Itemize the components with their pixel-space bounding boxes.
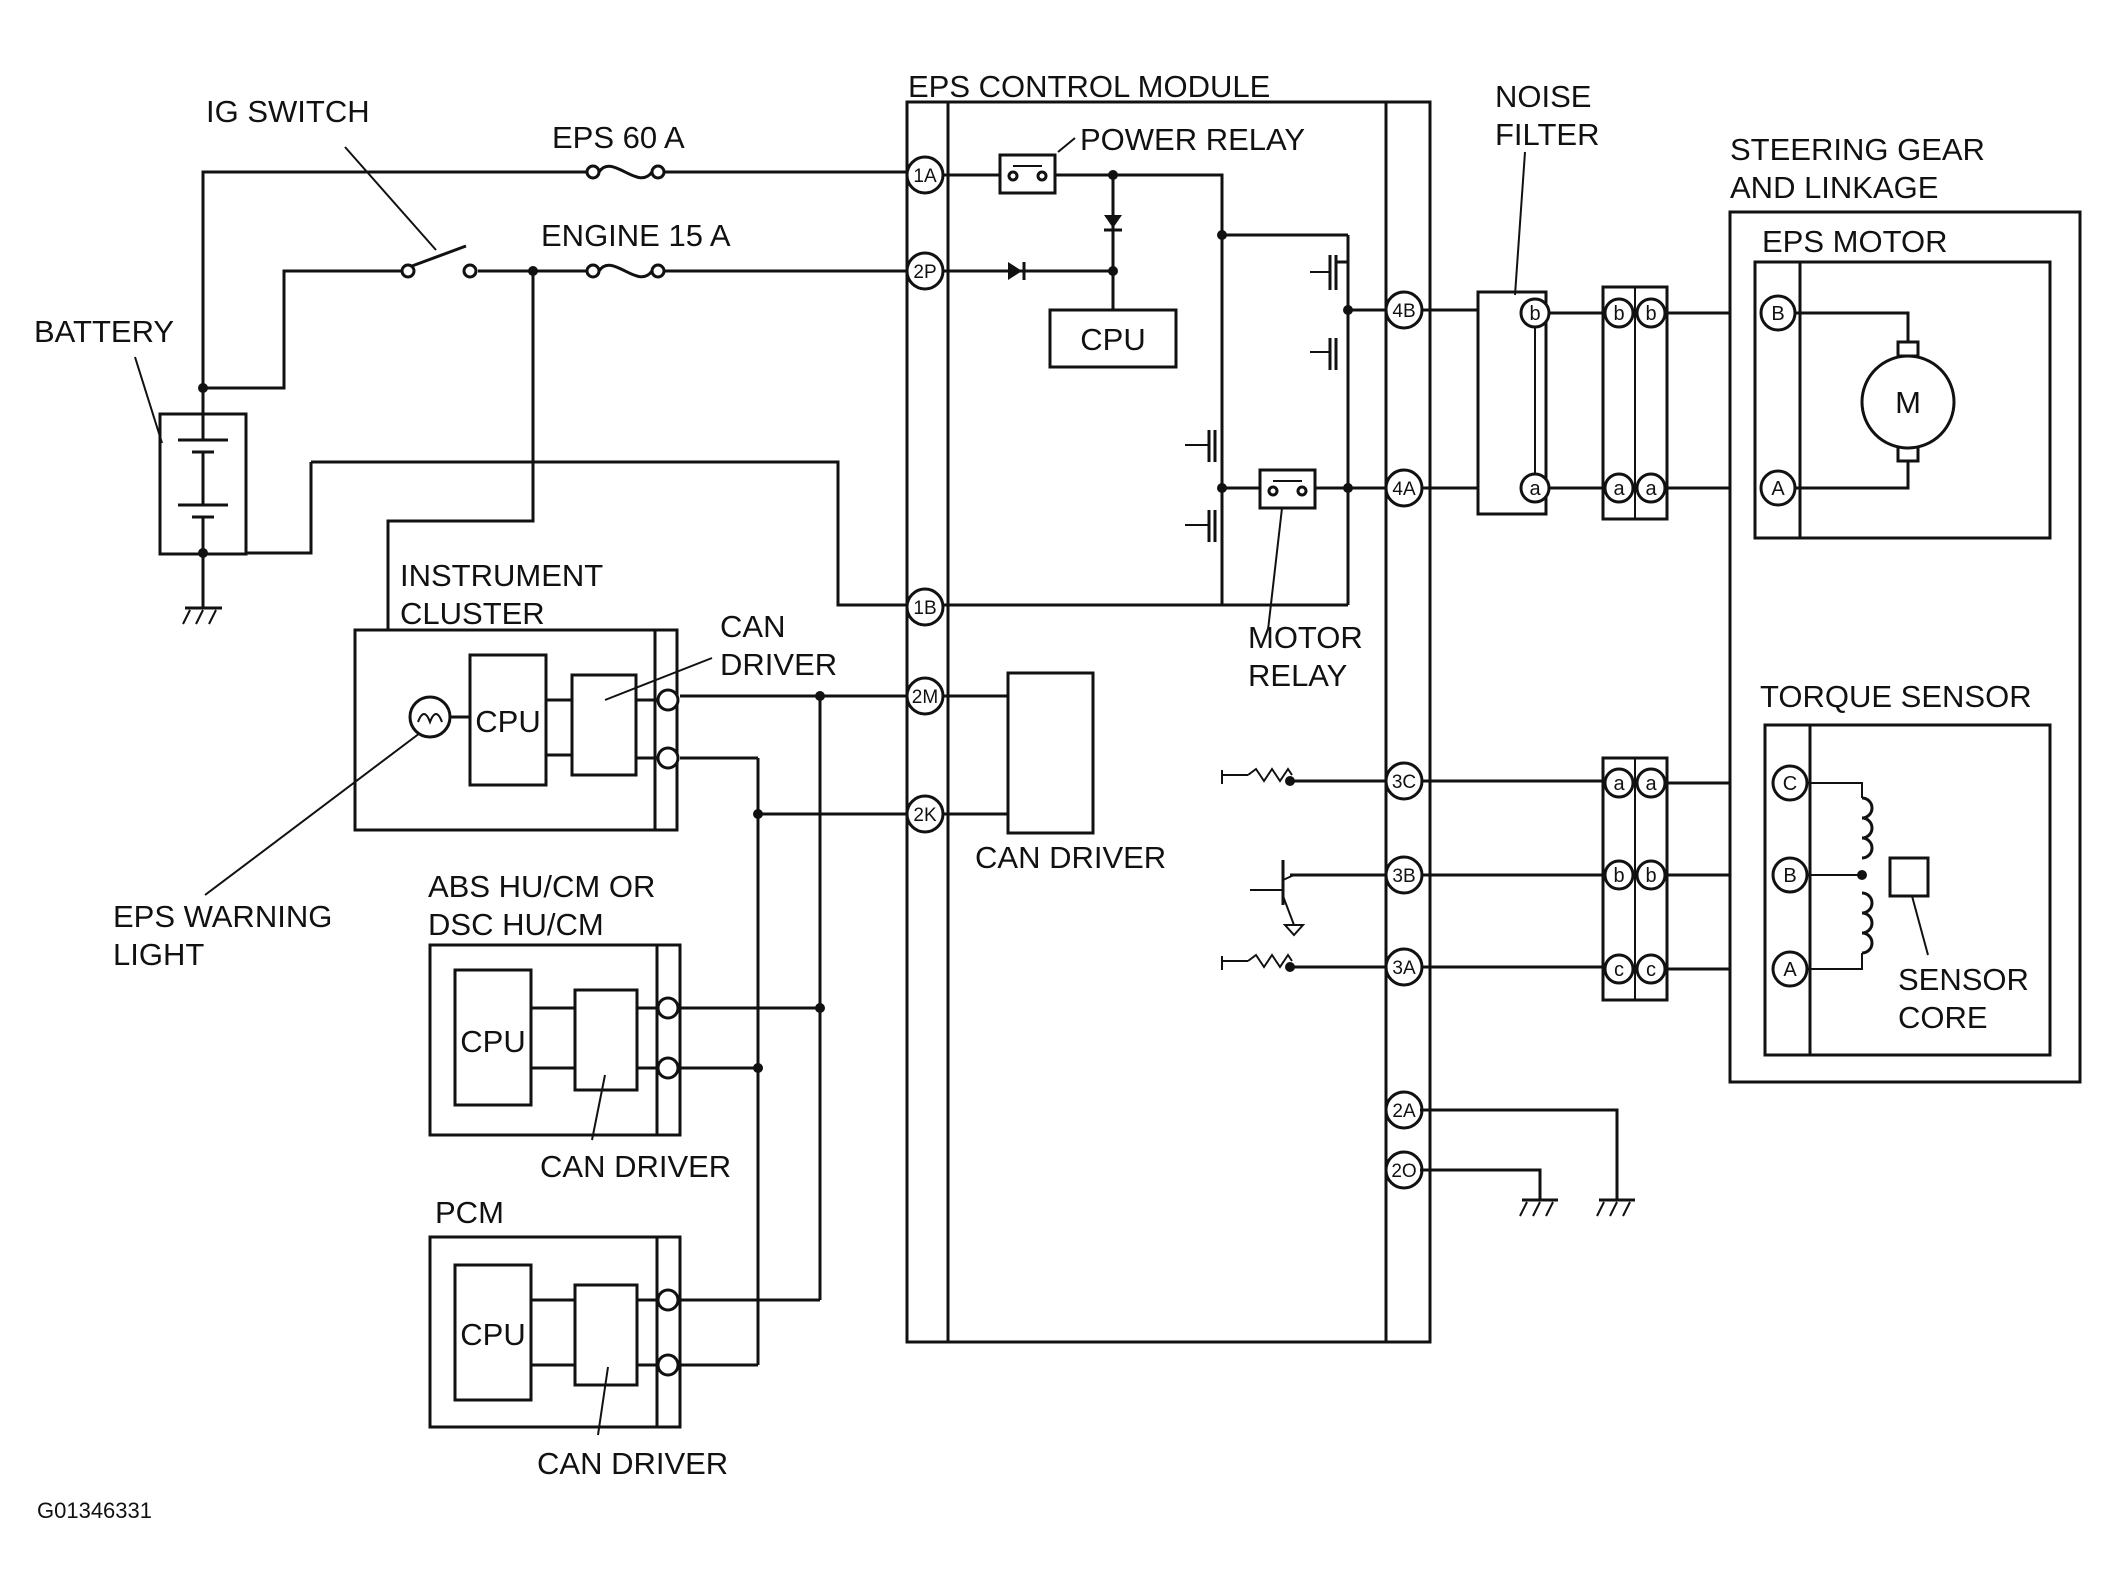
motor-relay-label-2: RELAY — [1248, 658, 1347, 693]
module-pin-1b: 1B — [905, 587, 945, 627]
module-pin-2m: 2M — [905, 676, 945, 716]
svg-text:3B: 3B — [1392, 866, 1415, 887]
torque-connector: a a b b c c — [1601, 756, 1669, 1002]
module-pin-4a: 4A — [1384, 468, 1424, 508]
module-pin-2o: 2O — [1384, 1150, 1424, 1190]
module-pin-2p: 2P — [905, 251, 945, 291]
warning-light-label-2: LIGHT — [113, 937, 204, 972]
instrument-cluster: CPU — [353, 628, 680, 832]
figure-id: G01346331 — [37, 1498, 152, 1523]
cluster-can-label-1: CAN — [720, 609, 785, 644]
svg-text:a: a — [1529, 478, 1541, 500]
battery-label: BATTERY — [34, 314, 174, 349]
eps-motor-label: EPS MOTOR — [1762, 224, 1947, 259]
cluster-can-label-2: DRIVER — [720, 647, 837, 682]
power-supply-wiring — [201, 170, 907, 709]
svg-text:b: b — [1645, 865, 1656, 887]
svg-text:2O: 2O — [1391, 1161, 1416, 1182]
torque-sensor-label: TORQUE SENSOR — [1760, 679, 2032, 714]
noise-filter-label-2: FILTER — [1495, 117, 1600, 152]
svg-text:2A: 2A — [1392, 1101, 1416, 1122]
svg-text:3C: 3C — [1392, 772, 1416, 793]
svg-text:b: b — [1613, 865, 1624, 887]
engine-fuse-label: ENGINE 15 A — [541, 218, 731, 253]
motor-relay-label-1: MOTOR — [1248, 620, 1363, 655]
ig-switch-label: IG SWITCH — [206, 94, 370, 129]
abs-label-2: DSC HU/CM — [428, 907, 604, 942]
power-relay-label: POWER RELAY — [1080, 122, 1305, 157]
noise-filter-label-1: NOISE — [1495, 79, 1591, 114]
module-pin-3a: 3A — [1384, 947, 1424, 987]
noise-filter: b a — [1476, 290, 1551, 516]
svg-text:A: A — [1783, 959, 1797, 981]
abs-can-label: CAN DRIVER — [540, 1149, 731, 1184]
eps-fuse-label: EPS 60 A — [552, 120, 685, 155]
pcm-label: PCM — [435, 1195, 504, 1230]
module-can-driver — [1006, 671, 1095, 835]
svg-text:b: b — [1529, 303, 1540, 325]
motor-connector: b b a a — [1601, 285, 1669, 521]
abs-module: CPU — [428, 943, 682, 1137]
ground-symbol — [182, 606, 222, 625]
svg-text:b: b — [1613, 303, 1624, 325]
svg-text:B: B — [1783, 865, 1796, 887]
sensor-core-label-2: CORE — [1898, 1000, 1988, 1035]
svg-text:3A: 3A — [1392, 958, 1416, 979]
svg-text:CPU: CPU — [475, 704, 540, 739]
engine-fuse — [585, 263, 666, 279]
motor-relay — [1258, 468, 1317, 510]
module-pin-3b: 3B — [1384, 855, 1424, 895]
svg-text:2P: 2P — [913, 262, 936, 283]
svg-text:2K: 2K — [913, 805, 937, 826]
battery — [158, 388, 248, 556]
module-pin-4b: 4B — [1384, 290, 1424, 330]
svg-text:a: a — [1613, 478, 1625, 500]
module-can-driver-label: CAN DRIVER — [975, 840, 1166, 875]
svg-text:4A: 4A — [1392, 479, 1416, 500]
instrument-label-1: INSTRUMENT — [400, 558, 603, 593]
warning-light-label-1: EPS WARNING — [113, 899, 332, 934]
module-pin-2a: 2A — [1384, 1090, 1424, 1130]
eps-control-module — [905, 100, 1432, 1344]
svg-text:C: C — [1783, 773, 1797, 795]
module-cpu: CPU — [1048, 308, 1178, 369]
svg-text:1B: 1B — [913, 598, 936, 619]
eps-motor: B A M — [1753, 260, 2052, 540]
svg-text:CPU: CPU — [460, 1317, 525, 1352]
h-bridge — [942, 173, 1350, 607]
pcm-can-label: CAN DRIVER — [537, 1446, 728, 1481]
svg-text:B: B — [1771, 303, 1784, 325]
svg-text:a: a — [1613, 773, 1625, 795]
sensor-core-label-1: SENSOR — [1898, 962, 2029, 997]
torque-sensor: C B A — [1763, 723, 2052, 1057]
instrument-label-2: CLUSTER — [400, 596, 545, 631]
svg-text:CPU: CPU — [1080, 322, 1145, 357]
steering-label-2: AND LINKAGE — [1730, 170, 1938, 205]
module-pin-2k: 2K — [905, 794, 945, 834]
pcm-module: CPU — [428, 1235, 682, 1429]
abs-label-1: ABS HU/CM OR — [428, 869, 655, 904]
power-relay — [998, 153, 1057, 195]
svg-text:2M: 2M — [912, 687, 938, 708]
svg-text:CPU: CPU — [460, 1024, 525, 1059]
motor-symbol: M — [1895, 385, 1921, 420]
eps-fuse — [585, 164, 666, 180]
svg-text:a: a — [1645, 478, 1657, 500]
svg-text:c: c — [1614, 959, 1624, 981]
svg-text:1A: 1A — [913, 166, 937, 187]
svg-text:b: b — [1645, 303, 1656, 325]
svg-text:A: A — [1771, 478, 1785, 500]
torque-input-circuits — [1221, 767, 1386, 970]
module-pin-3c: 3C — [1384, 761, 1424, 801]
can-bus — [680, 694, 907, 1367]
svg-text:c: c — [1646, 959, 1656, 981]
module-pin-1a: 1A — [905, 155, 945, 195]
module-ground — [1519, 1198, 1635, 1217]
svg-text:4B: 4B — [1392, 301, 1415, 322]
svg-text:a: a — [1645, 773, 1657, 795]
steering-label-1: STEERING GEAR — [1730, 132, 1985, 167]
ig-switch — [400, 244, 478, 279]
eps-module-label: EPS CONTROL MODULE — [908, 69, 1270, 104]
